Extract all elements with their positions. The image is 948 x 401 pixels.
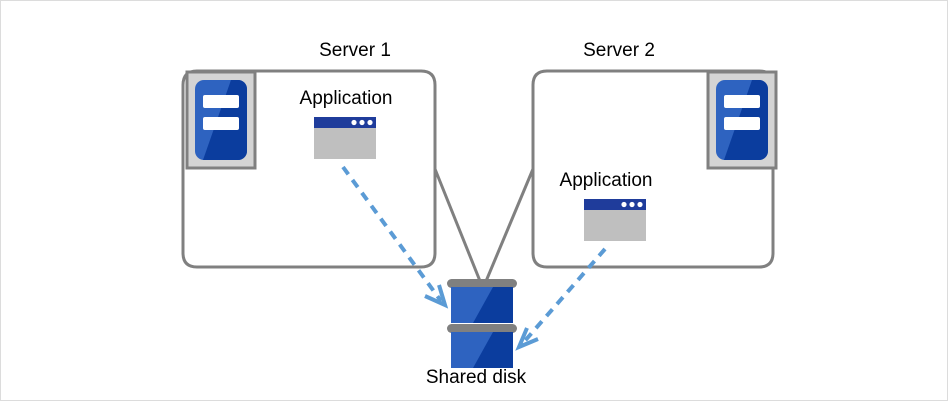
server-1-label: Server 1: [319, 40, 391, 61]
connector-server-1-to-disk: [433, 168, 484, 287]
application-window-icon-1: [314, 117, 376, 159]
application-window-icon-2: [584, 199, 646, 241]
server-2-icon: [706, 70, 778, 170]
connector-server-2-to-disk: [482, 168, 535, 287]
server-1-icon: [185, 70, 257, 170]
server-1-box: [181, 69, 437, 269]
shared-disk-label: Shared disk: [425, 367, 527, 388]
disk-stack-icon: [447, 279, 517, 368]
dataflow-arrow-app1-to-disk: [341, 165, 449, 309]
server-2-label: Server 2: [583, 40, 655, 61]
dataflow-arrow-app2-to-disk: [515, 247, 607, 351]
application-label-2: Application: [559, 170, 653, 191]
application-label-1: Application: [299, 88, 393, 109]
